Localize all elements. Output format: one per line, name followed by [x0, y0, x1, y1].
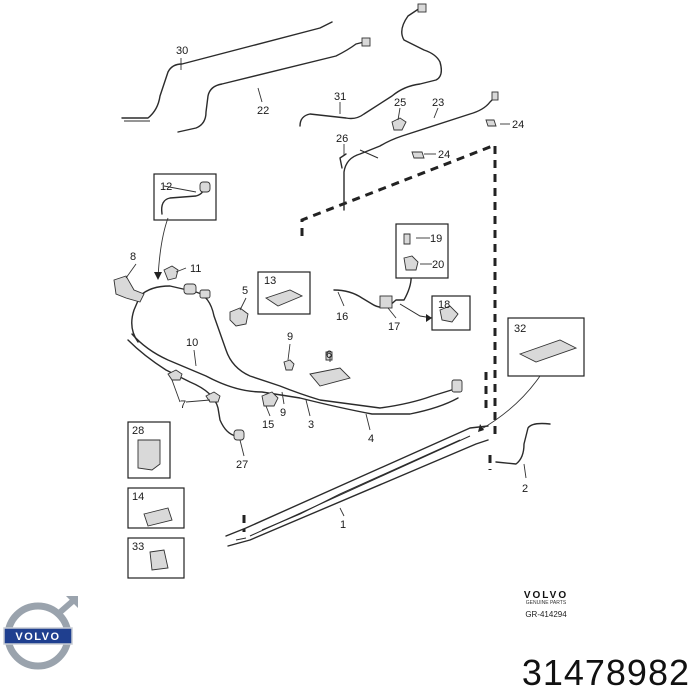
callout-3: 3: [308, 419, 314, 431]
callout-24b: 24: [438, 149, 450, 161]
genuine-parts-stamp: VOLVO GENUINE PARTS GR-414294: [516, 590, 576, 619]
callout-30: 30: [176, 45, 188, 57]
diagram-reference: GR-414294: [525, 610, 567, 619]
callout-10: 10: [186, 337, 198, 349]
part-6: [309, 351, 351, 387]
callout-15: 15: [262, 419, 274, 431]
callout-27: 27: [236, 459, 248, 471]
callout-17: 17: [388, 321, 400, 333]
callout-9b: 9: [280, 407, 286, 419]
callout-23: 23: [432, 97, 444, 109]
pipe-bundle: [127, 283, 463, 441]
callout-13: 13: [264, 275, 276, 287]
pipe-31: [299, 3, 443, 127]
callout-6: 6: [326, 349, 332, 361]
part-box-18: [431, 295, 471, 331]
part-number: 31478982: [521, 652, 690, 693]
callout-25: 25: [394, 97, 406, 109]
callout-4: 4: [368, 433, 374, 445]
callout-labels: 30 22 31 25 23 24 26 24 12 19 20 8 11 13…: [130, 45, 528, 553]
callout-31: 31: [334, 91, 346, 103]
tunnel-1: [225, 425, 489, 547]
clip-25: [391, 117, 407, 131]
callout-9a: 9: [287, 331, 293, 343]
part-box-28: [127, 421, 171, 479]
callout-14: 14: [132, 491, 144, 503]
clip-5: [229, 307, 249, 327]
part-box-12: [153, 173, 217, 280]
callout-16: 16: [336, 311, 348, 323]
part-box-14: [127, 487, 185, 529]
callout-28: 28: [132, 425, 144, 437]
callout-12: 12: [160, 181, 172, 193]
volvo-logo: VOLVO: [3, 596, 78, 670]
clip-9: [283, 359, 295, 371]
pipe-30: [121, 21, 333, 122]
clip-7: [167, 369, 183, 381]
brand-subline: GENUINE PARTS: [525, 600, 567, 606]
callout-1: 1: [340, 519, 346, 531]
callout-32: 32: [514, 323, 526, 335]
harness-16-17: [333, 223, 449, 322]
callout-22: 22: [257, 105, 269, 117]
pipe-22: [177, 37, 371, 133]
callout-8: 8: [130, 251, 136, 263]
part-box-13: [257, 271, 311, 315]
callout-33: 33: [132, 541, 144, 553]
callout-leaders: [125, 58, 527, 517]
callout-5: 5: [242, 285, 248, 297]
volvo-logo-text: VOLVO: [15, 631, 60, 643]
callout-26: 26: [336, 133, 348, 145]
clip-15: [261, 391, 279, 407]
pipe-2: [495, 422, 551, 465]
connector-8: [113, 265, 179, 303]
callout-20: 20: [432, 259, 444, 271]
pipe-23: [343, 91, 499, 211]
callout-11: 11: [190, 263, 201, 275]
clip-24: [411, 119, 497, 159]
brand-wordmark: VOLVO: [523, 590, 569, 601]
callout-7a: 7: [180, 399, 186, 411]
part-box-32: [478, 317, 585, 432]
part-box-33: [127, 537, 185, 579]
callout-19: 19: [430, 233, 442, 245]
callout-2: 2: [522, 483, 528, 495]
callout-18: 18: [438, 299, 450, 311]
dashed-frame: [242, 142, 497, 532]
callout-24a: 24: [512, 119, 524, 131]
clip-7b: [205, 391, 221, 403]
